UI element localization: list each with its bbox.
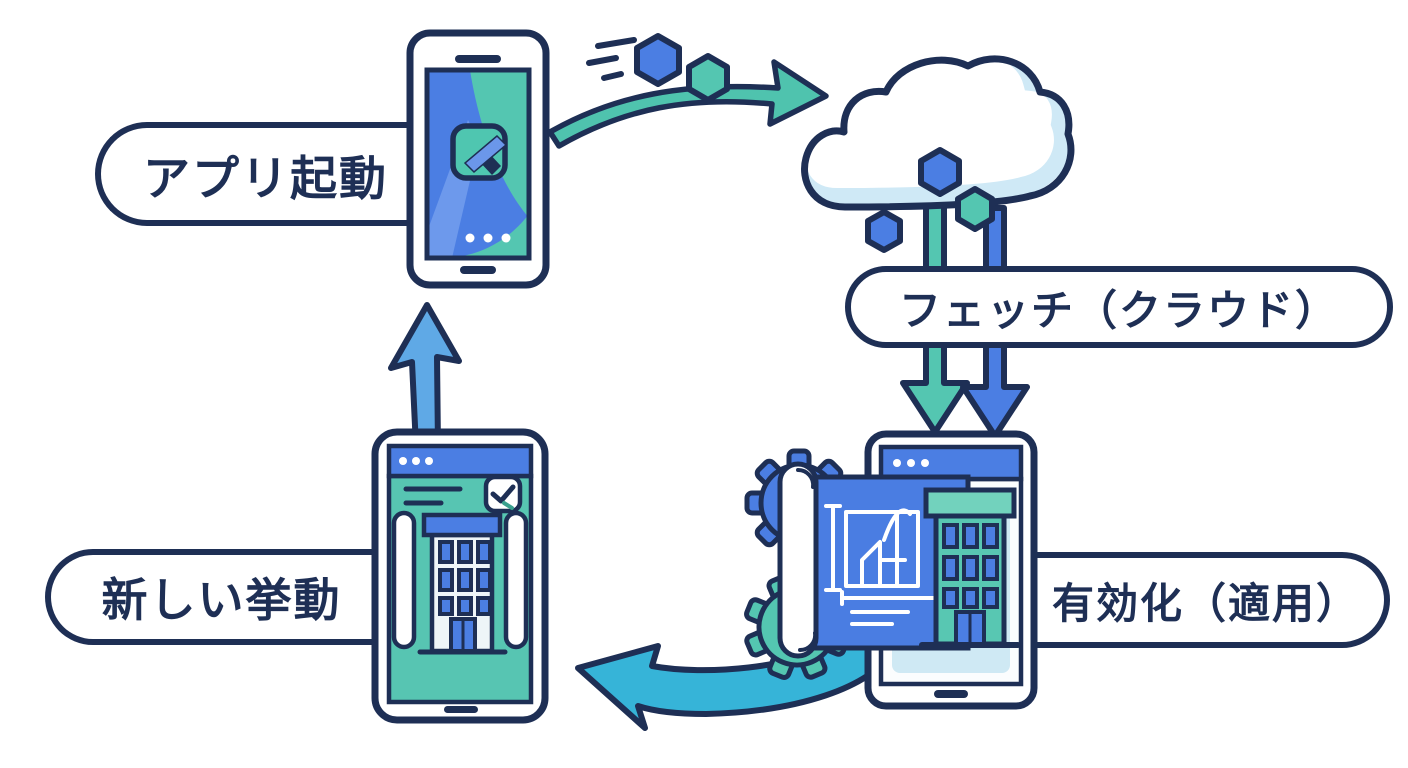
step-label-fetch-cloud-text: フェッチ（クラウド）: [898, 285, 1339, 335]
step-label-new-behavior-text: 新しい挙動: [101, 573, 342, 627]
side-panel-left: [391, 510, 417, 650]
hexagon-package-blue-icon: [634, 33, 682, 87]
step-label-fetch-cloud: フェッチ（クラウド）: [845, 266, 1393, 348]
phone-home-button: [460, 266, 496, 274]
phone-speaker: [455, 55, 501, 63]
hexagon-package-teal-icon: [686, 53, 730, 103]
checkmark-badge-icon: [483, 474, 523, 514]
step-label-app-launch: アプリ起動: [95, 122, 430, 226]
text-placeholder-lines: [403, 486, 463, 506]
tablet-browser-bar: [878, 444, 1024, 482]
speed-lines: [586, 37, 637, 81]
building-white-icon: [417, 512, 508, 655]
step-label-activate-apply: 有効化（適用）: [1028, 552, 1390, 648]
side-panel-right: [503, 510, 529, 650]
smartphone-icon: [406, 29, 550, 289]
building-teal-icon: [919, 487, 1021, 648]
hexagon-teal-icon: [955, 186, 995, 232]
tablet-home-button: [934, 690, 968, 698]
blueprint-scroll-roll: [777, 461, 819, 659]
step-label-new-behavior: 新しい挙動: [45, 549, 392, 645]
blueprint-sketch: [824, 504, 948, 626]
upload-arc-arrow: [547, 33, 829, 149]
phone-home-button: [444, 706, 478, 713]
step-label-activate-apply-text: 有効化（適用）: [1051, 578, 1360, 628]
new-behavior-phone-icon: [371, 428, 549, 724]
hexagon-blue-icon: [918, 147, 962, 197]
hexagon-blue-small-icon: [865, 209, 903, 253]
step-label-app-launch-text: アプリ起動: [143, 151, 388, 207]
falling-hexagons: [865, 147, 995, 253]
browser-bar: [386, 443, 534, 479]
flutter-app-icon: [450, 123, 508, 181]
